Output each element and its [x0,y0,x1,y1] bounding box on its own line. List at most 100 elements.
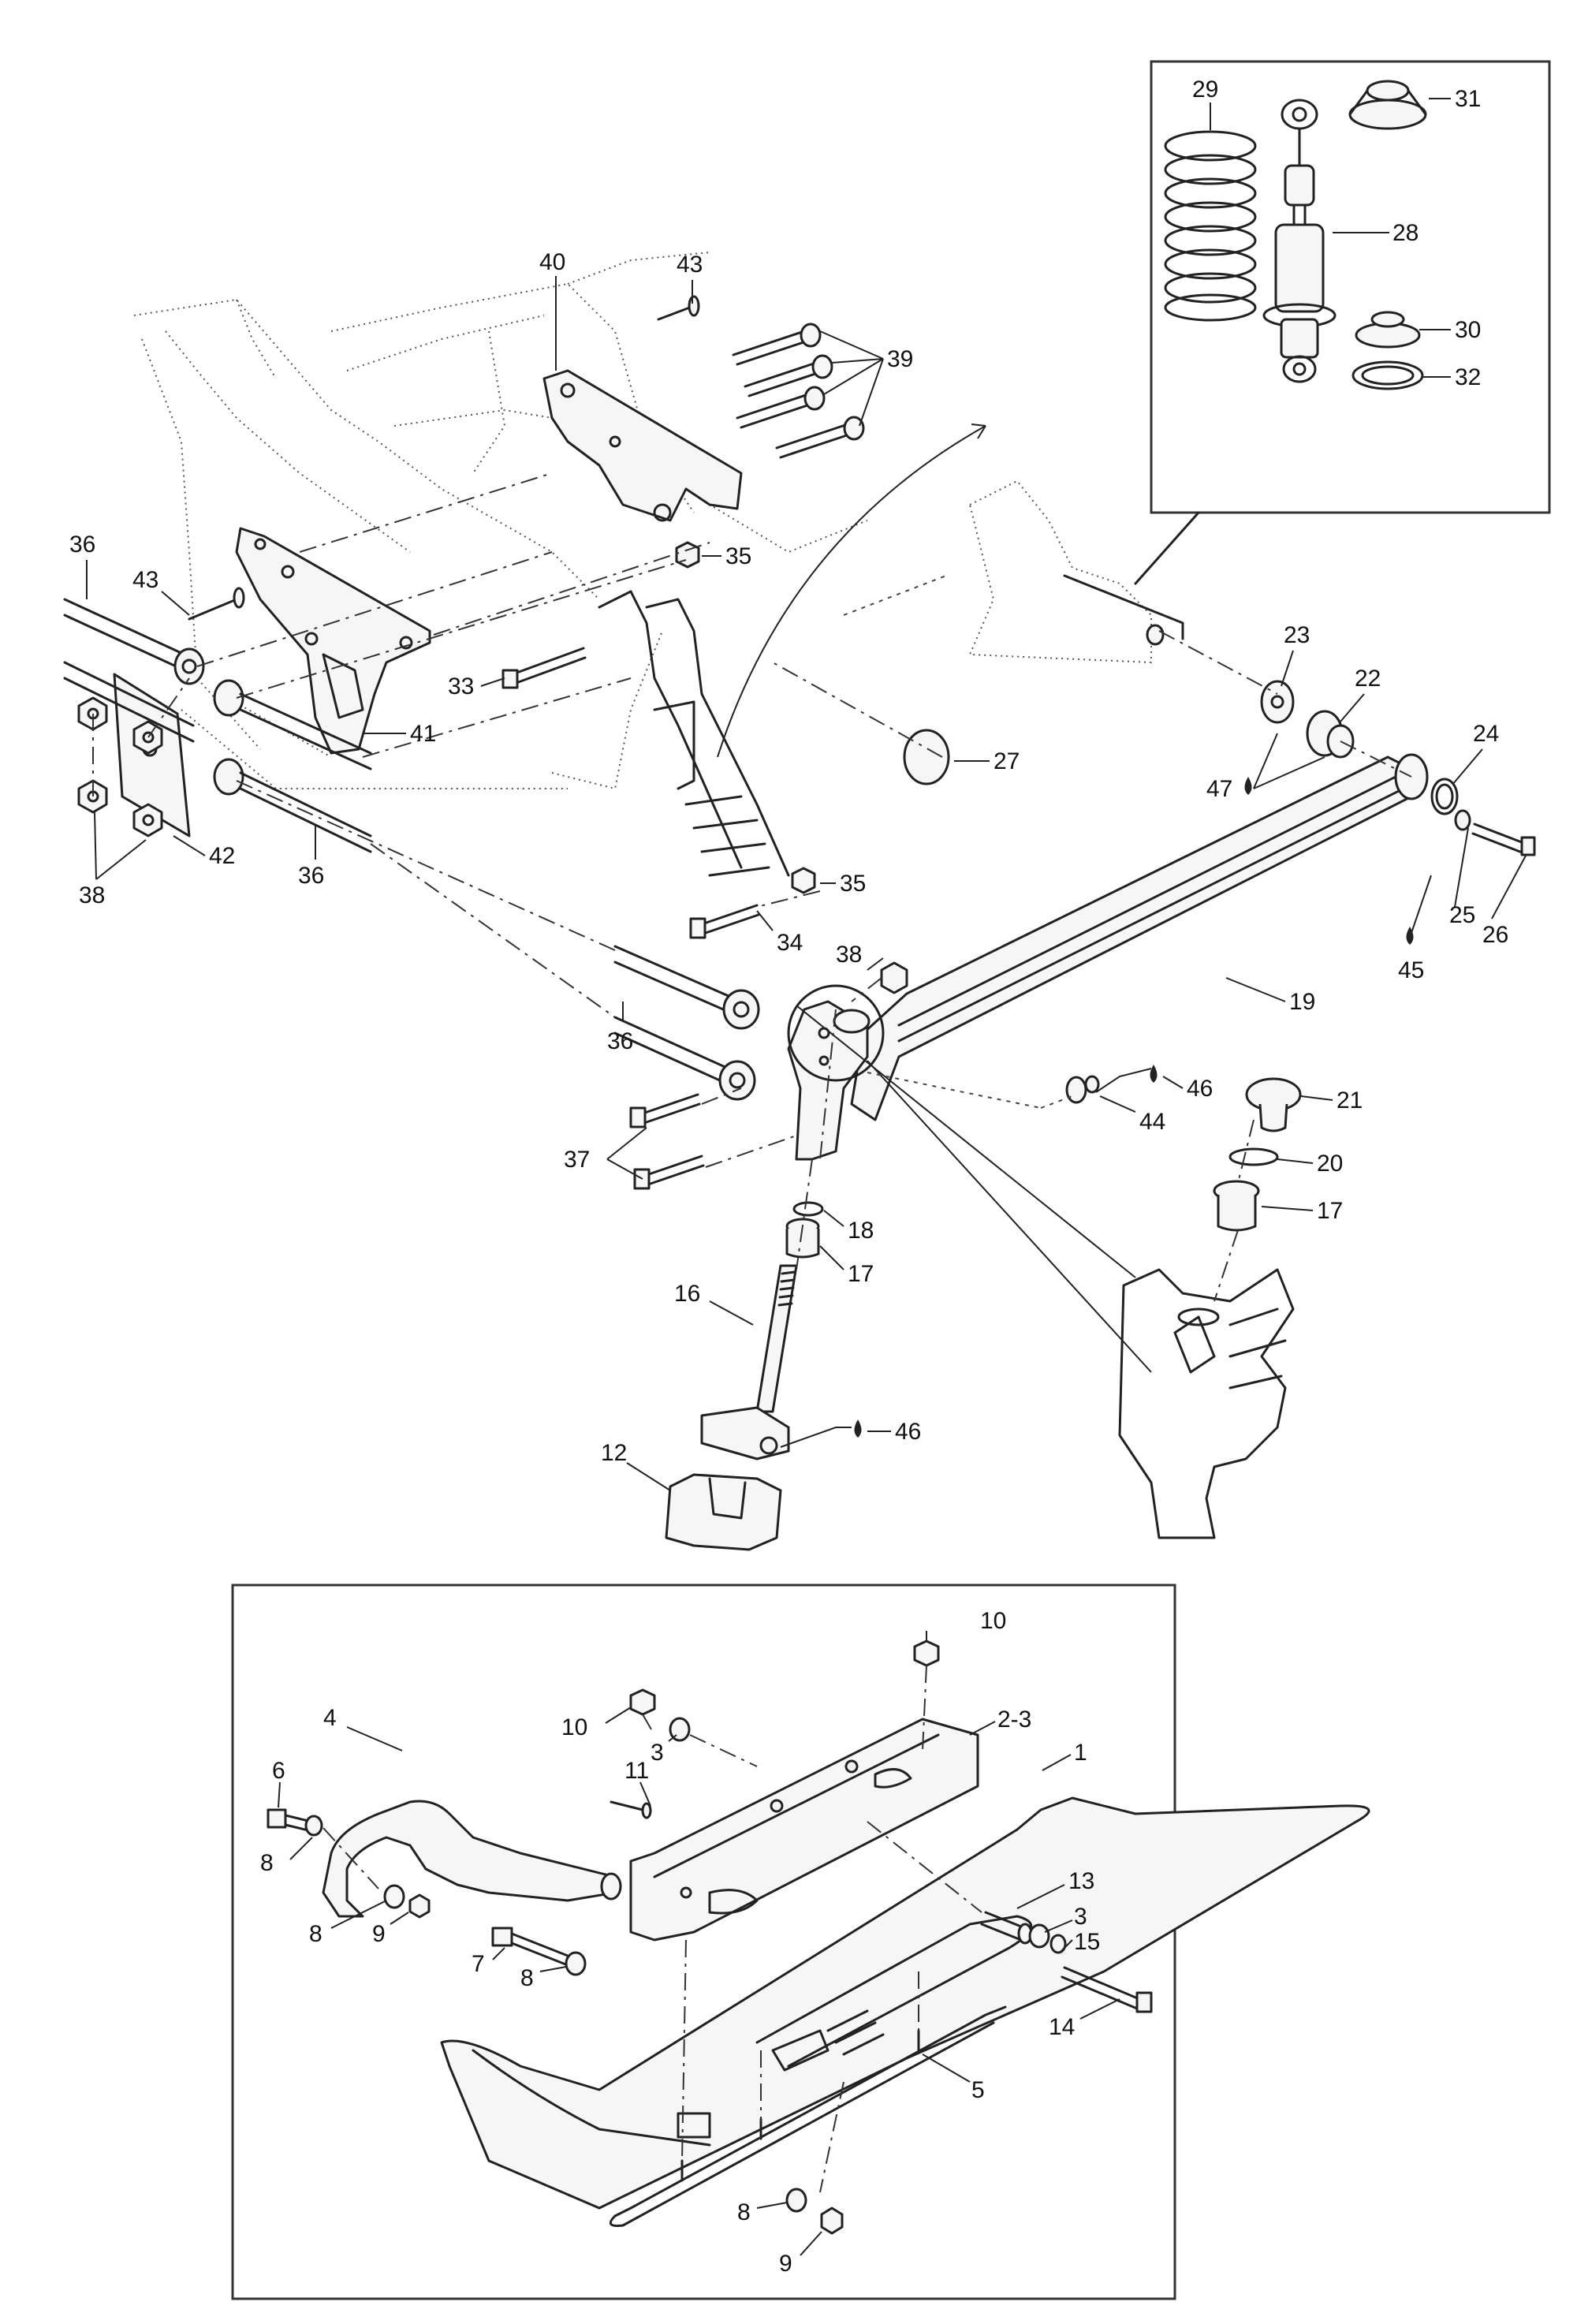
bolt-part-7 [491,1927,569,1967]
bushing-part-22 [1306,710,1355,759]
washer-part-32 [1351,360,1424,390]
callout-42: 42 [209,843,235,869]
washer-part-8-b [383,1884,405,1909]
callout-labels: 29 31 28 30 32 40 43 39 35 36 43 33 41 2… [69,76,1508,2277]
callout-3-right: 3 [1074,1904,1087,1930]
callout-17-left: 17 [848,1261,874,1287]
bracket-part-40 [542,369,743,522]
nut-part-10-right [913,1639,940,1667]
callout-35-mid: 35 [840,871,866,897]
routing-arrow [717,425,986,758]
callout-8-d: 8 [737,2199,751,2225]
grease-drop-46-lower [854,1419,862,1438]
saddle-part-2-3 [629,1718,979,1942]
bolt-part-26 [1471,823,1536,856]
callout-35-top: 35 [725,543,751,569]
washer-part-8-a [304,1815,323,1837]
callout-20: 20 [1317,1151,1343,1177]
bolts-part-39 [732,323,865,459]
callout-3-left: 3 [651,1740,664,1766]
callout-7: 7 [472,1951,485,1977]
upper-right-bracket-outline [968,479,1200,664]
callout-6: 6 [272,1758,285,1784]
nut-part-10-left [629,1688,656,1716]
cap-part-21 [1245,1077,1302,1132]
cup-part-30 [1355,311,1421,349]
callout-12: 12 [601,1440,627,1466]
callout-38-right: 38 [836,942,862,968]
callout-10-left: 10 [561,1714,587,1740]
washer-part-8-d [785,2188,807,2213]
callout-1: 1 [1074,1740,1087,1766]
callout-11: 11 [624,1758,649,1784]
callout-37: 37 [564,1147,590,1173]
leader-lines [86,98,1527,2256]
callout-34: 34 [777,930,803,956]
callout-33: 33 [448,673,474,699]
washer-part-15 [1049,1934,1067,1954]
spindle-housing-detail [1118,1268,1295,1539]
rivet-part-43-left [188,587,245,621]
washer-part-25 [1454,809,1471,831]
callout-36-bottom: 36 [607,1028,633,1054]
callout-27: 27 [994,748,1020,774]
nut-part-9-a [408,1893,431,1919]
nut-part-35-top [675,541,700,569]
callout-15: 15 [1074,1929,1100,1955]
washer-part-3-right [1028,1923,1050,1949]
circlip-part-24 [1430,778,1459,815]
swing-arm-part-19 [850,753,1429,1121]
callout-8-b: 8 [309,1921,322,1947]
callout-39: 39 [887,346,913,372]
callout-30: 30 [1455,317,1481,343]
callout-8-a: 8 [260,1850,274,1876]
callout-18: 18 [848,1218,874,1244]
wear-bar-part-5 [609,2005,1007,2227]
handle-part-4 [322,1800,622,1918]
callout-46-lower: 46 [895,1419,921,1445]
washer-part-8-c [565,1951,587,1976]
nut-part-9-b [820,2206,844,2235]
callout-40: 40 [539,249,565,275]
callout-32: 32 [1455,364,1481,390]
spindle-part-16 [700,1264,798,1460]
callout-28: 28 [1392,220,1419,246]
callout-19: 19 [1289,989,1315,1015]
chassis-frame-outline [133,252,868,790]
circlip-part-20 [1228,1147,1279,1166]
detail-circle [787,984,885,1082]
callout-36-top-left: 36 [69,532,95,558]
callout-29: 29 [1192,76,1218,103]
callout-43-top: 43 [677,252,703,278]
callout-26: 26 [1482,922,1508,948]
washer-part-23 [1260,680,1295,724]
shock-mounted [598,590,790,877]
bushing-part-17-right [1213,1180,1260,1232]
grease-drop-47 [1244,777,1252,795]
callout-9-b: 9 [779,2251,792,2277]
callout-43-left: 43 [132,567,158,593]
callout-5: 5 [971,2077,985,2103]
sleeve-part-13 [980,1911,1033,1945]
callout-24: 24 [1473,721,1499,747]
callout-45: 45 [1398,957,1424,983]
callout-44: 44 [1139,1109,1165,1135]
callout-2-3: 2-3 [997,1707,1031,1733]
washer-part-3-left [669,1717,691,1742]
ski-part-1 [440,1796,1370,2210]
callout-17-right: 17 [1317,1198,1343,1224]
rods-part-36 [63,598,760,1101]
callout-14: 14 [1049,2014,1075,2040]
callout-16: 16 [674,1281,700,1307]
nut-part-38-right [880,961,908,994]
plate-part-41 [235,527,431,755]
shock-absorber-part-28 [1262,99,1337,383]
cap-part-27 [903,729,950,785]
ski-inset-frame [231,1584,1176,2300]
bolt-part-33 [501,647,587,689]
callout-4: 4 [323,1705,337,1731]
callout-8-c: 8 [520,1965,534,1991]
bolt-part-34 [689,904,760,939]
callout-22: 22 [1355,666,1381,692]
